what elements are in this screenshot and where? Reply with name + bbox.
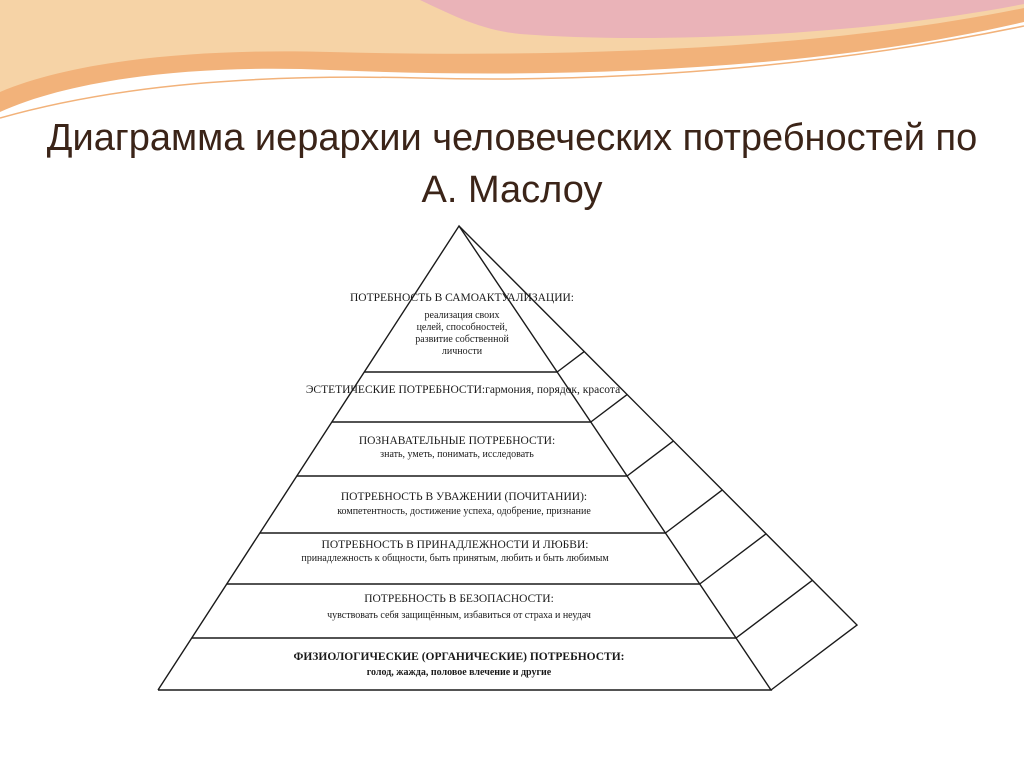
pyramid-side-outline xyxy=(458,225,859,691)
level-description: принадлежность к общности, быть принятым… xyxy=(301,553,609,564)
level-title: ПОТРЕБНОСТЬ В УВАЖЕНИИ (ПОЧИТАНИИ): xyxy=(341,491,587,503)
band-thin-line xyxy=(0,25,1024,119)
level-description: развитие собственной xyxy=(415,334,509,345)
side-divider xyxy=(735,579,813,639)
level-title: ПОЗНАВАТЕЛЬНЫЕ ПОТРЕБНОСТИ: xyxy=(359,435,555,447)
side-divider xyxy=(556,350,585,373)
level-title: ПОТРЕБНОСТЬ В ПРИНАДЛЕЖНОСТИ И ЛЮБВИ: xyxy=(322,539,589,551)
page-title-line-2: А. Маслоу xyxy=(421,169,603,211)
pyramid-level-6: ПОТРЕБНОСТЬ В БЕЗОПАСНОСТИ: чувствовать с… xyxy=(327,593,591,621)
side-divider xyxy=(626,440,674,477)
level-title: ФИЗИОЛОГИЧЕСКИЕ (ОРГАНИЧЕСКИЕ) ПОТРЕБНОС… xyxy=(293,651,624,663)
level-description: целей, способностей, xyxy=(417,322,508,333)
level-description: чувствовать себя защищённым, избавиться … xyxy=(327,610,591,621)
page-title-line-1: Диаграмма иерархии человеческих потребно… xyxy=(46,117,978,159)
side-divider xyxy=(590,393,628,423)
level-labels: ПОТРЕБНОСТЬ В САМОАКТУАЛИЗАЦИИ: реализаци… xyxy=(293,292,624,678)
pyramid-level-4: ПОТРЕБНОСТЬ В УВАЖЕНИИ (ПОЧИТАНИИ): компе… xyxy=(337,491,591,517)
side-divider xyxy=(699,533,767,585)
pyramid-level-7: ФИЗИОЛОГИЧЕСКИЕ (ОРГАНИЧЕСКИЕ) ПОТРЕБНОС… xyxy=(293,651,624,678)
side-face-dividers xyxy=(556,350,813,639)
decorative-top-band xyxy=(0,0,1024,119)
level-dividers xyxy=(191,371,737,639)
pyramid-front-outline xyxy=(157,224,773,691)
pyramid-level-2: ЭСТЕТИЧЕСКИЕ ПОТРЕБНОСТИ:гармония, поряд… xyxy=(306,384,620,396)
page-title: Диаграмма иерархии человеческих потребно… xyxy=(40,112,984,216)
level-title: ЭСТЕТИЧЕСКИЕ ПОТРЕБНОСТИ:гармония, поряд… xyxy=(306,384,620,396)
level-title: ПОТРЕБНОСТЬ В САМОАКТУАЛИЗАЦИИ: xyxy=(350,292,574,304)
pyramid-level-5: ПОТРЕБНОСТЬ В ПРИНАДЛЕЖНОСТИ И ЛЮБВИ: при… xyxy=(301,539,609,564)
pyramid-level-1: ПОТРЕБНОСТЬ В САМОАКТУАЛИЗАЦИИ: реализаци… xyxy=(350,292,574,357)
level-description: компетентность, достижение успеха, одобр… xyxy=(337,506,591,517)
level-title: ПОТРЕБНОСТЬ В БЕЗОПАСНОСТИ: xyxy=(364,593,554,605)
level-description: реализация своих xyxy=(424,310,499,321)
side-divider xyxy=(665,489,723,534)
pyramid-level-3: ПОЗНАВАТЕЛЬНЫЕ ПОТРЕБНОСТИ: знать, уметь,… xyxy=(359,435,555,460)
level-description: голод, жажда, половое влечение и другие xyxy=(367,667,552,678)
level-description: знать, уметь, понимать, исследовать xyxy=(380,449,534,460)
level-description: личности xyxy=(442,346,483,357)
band-pink xyxy=(420,0,1024,39)
